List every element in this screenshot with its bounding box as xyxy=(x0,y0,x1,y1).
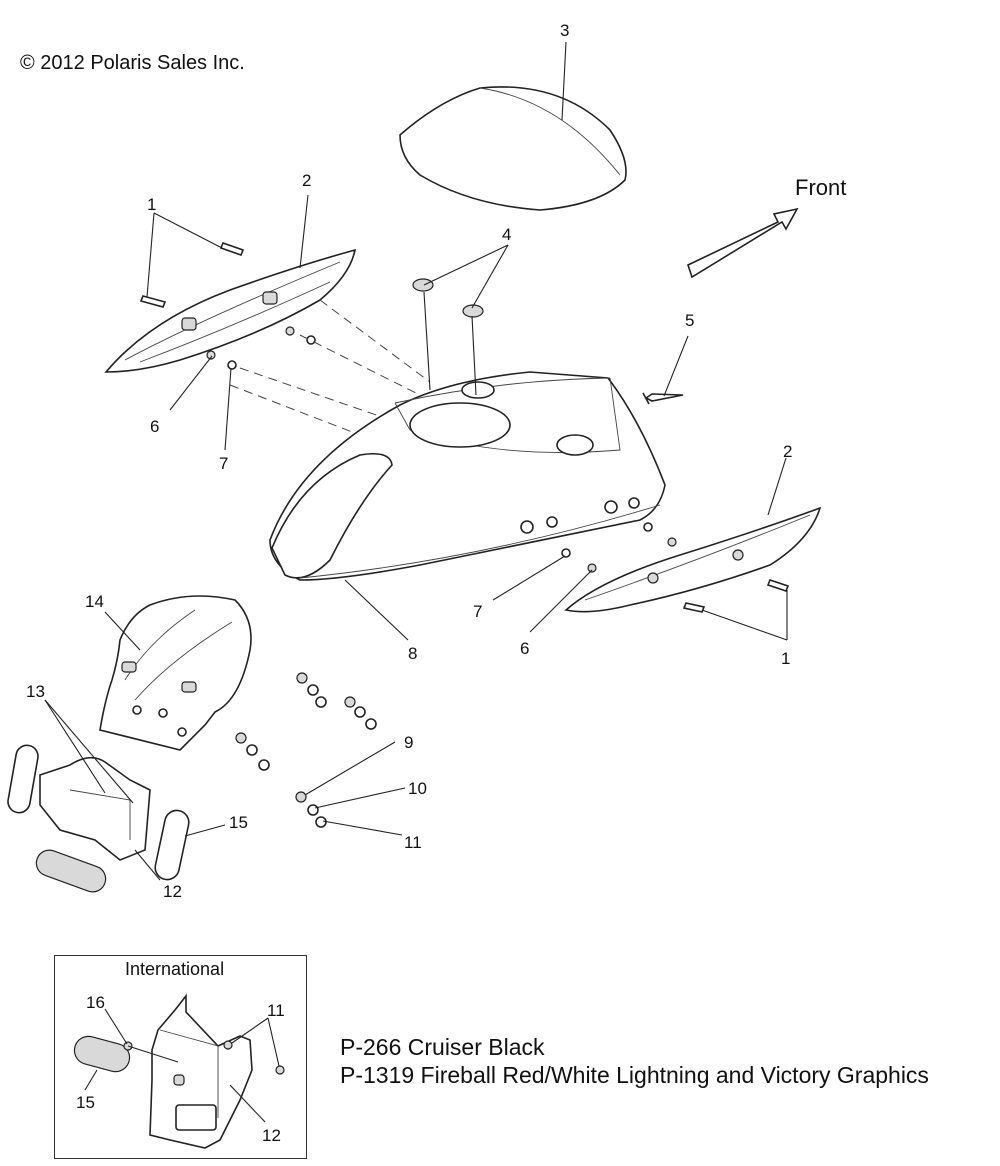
inset-callout-12: 12 xyxy=(262,1126,281,1145)
callout-4: 4 xyxy=(502,225,512,244)
part-15-reflector-bottom xyxy=(35,849,107,893)
front-arrow-icon xyxy=(687,207,799,279)
inset-international-bracket xyxy=(73,993,285,1149)
callout-8: 8 xyxy=(408,644,418,663)
part-14-license-bracket xyxy=(99,595,252,751)
part-1-screw-lower-b xyxy=(766,579,790,592)
callout-1-upper: 1 xyxy=(147,195,157,214)
part-2-left-trim xyxy=(104,248,357,373)
callout-3: 3 xyxy=(560,21,570,40)
callout-15: 15 xyxy=(229,813,248,832)
callout-9: 9 xyxy=(404,733,414,752)
callout-2-upper: 2 xyxy=(302,171,312,190)
part-1-screw-upper-b xyxy=(139,295,167,308)
callout-2-lower: 2 xyxy=(783,442,793,461)
copyright-text: © 2012 Polaris Sales Inc. xyxy=(20,52,245,74)
callout-1-lower: 1 xyxy=(781,649,791,668)
part-8-rear-fender xyxy=(269,371,666,581)
callout-13: 13 xyxy=(26,682,45,701)
callout-5: 5 xyxy=(685,311,695,330)
legend-line-2: P-1319 Fireball Red/White Lightning and … xyxy=(340,1062,929,1088)
inset-callout-11: 11 xyxy=(267,1001,285,1020)
inset-title: International xyxy=(125,959,225,979)
callout-14: 14 xyxy=(85,592,104,611)
callout-6-lower: 6 xyxy=(520,639,530,658)
part-3-seat-pad xyxy=(399,86,627,211)
callout-12: 12 xyxy=(163,882,182,901)
inset-callout-16: 16 xyxy=(86,993,105,1012)
callout-7-upper: 7 xyxy=(219,454,229,473)
front-direction-label: Front xyxy=(795,175,847,200)
parts-9-10-11-grommets xyxy=(235,672,377,828)
inset-part-15-reflector xyxy=(73,1035,131,1073)
callout-11: 11 xyxy=(404,833,422,852)
part-12-license-plate-mount xyxy=(39,756,151,861)
part-4-plug-right xyxy=(462,304,484,318)
legend-line-1: P-266 Cruiser Black xyxy=(340,1034,545,1060)
callout-10: 10 xyxy=(408,779,427,798)
inset-callout-15: 15 xyxy=(76,1093,95,1112)
part-5-rivet xyxy=(642,392,684,405)
part-1-screw-upper-a xyxy=(219,241,245,257)
part-2-right-trim xyxy=(564,506,822,613)
callout-7-lower: 7 xyxy=(473,602,483,621)
inset-international-box xyxy=(54,955,307,1159)
part-15-reflector-left xyxy=(7,744,39,814)
part-1-screw-lower-a xyxy=(682,602,706,613)
callout-6-upper: 6 xyxy=(150,417,160,436)
part-15-reflector-right xyxy=(154,809,190,881)
callout-leader-lines xyxy=(44,41,788,881)
part-4-plug-left xyxy=(412,278,434,292)
